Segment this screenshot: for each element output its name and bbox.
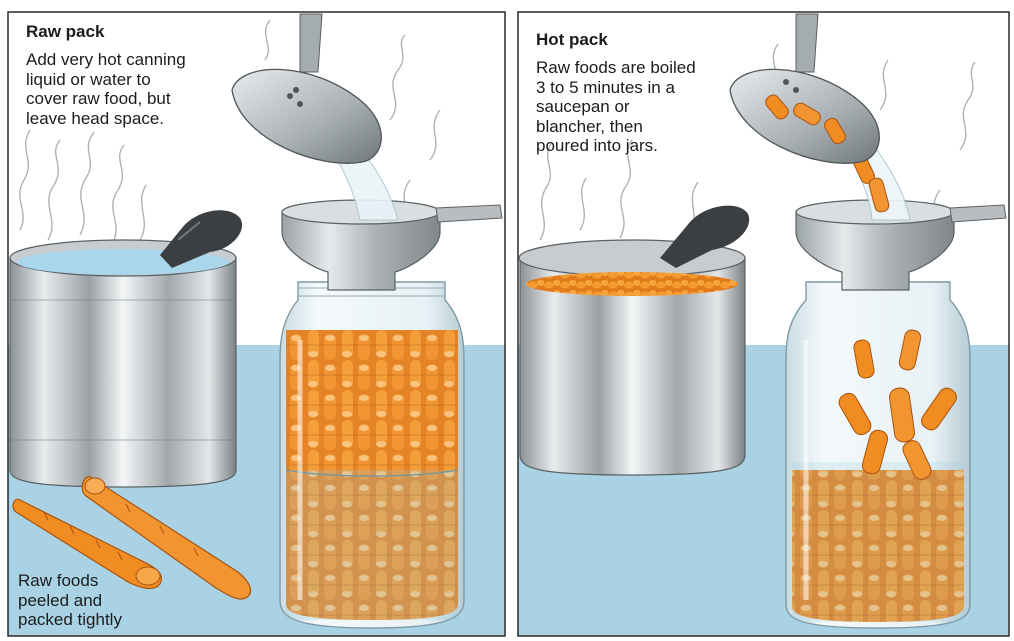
saucepan-icon [10,210,242,487]
hot-pack-description: Raw foods are boiled 3 to 5 minutes in a… [536,58,736,156]
raw-pack-text: Raw pack Add very hot canning liquid or … [26,22,246,128]
raw-foods-caption: Raw foods peeled and packed tightly [18,571,122,630]
jar-icon [280,282,464,628]
hot-pack-text: Hot pack Raw foods are boiled 3 to 5 min… [536,30,736,156]
saucepan-icon [519,206,749,475]
raw-pack-title: Raw pack [26,22,246,42]
hot-pack-title: Hot pack [536,30,736,50]
jar-icon [786,282,970,628]
raw-pack-description: Add very hot canning liquid or water to … [26,50,246,128]
